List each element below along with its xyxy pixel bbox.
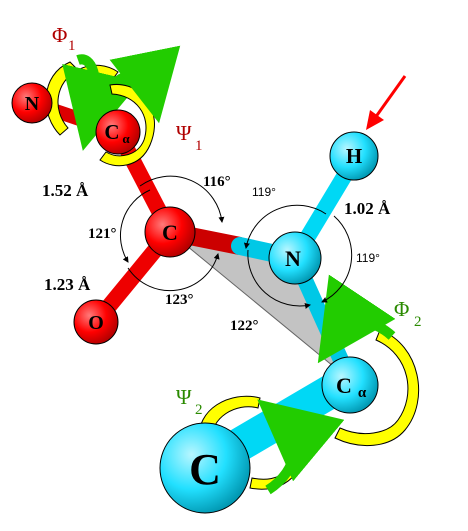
angle-119-right: 119° [356,251,380,265]
torsion-phi2-label: Φ [394,297,409,321]
arc-119-right [321,215,353,303]
arc-122 [247,249,311,309]
atom-n1-label: N [25,93,40,115]
angle-116: 116° [203,174,231,190]
torsion-phi1-label: Φ [52,23,67,47]
bond-length-ca-c: 1.52 Å [42,181,89,200]
atom-ca2-label: C [336,373,352,398]
torsion-phi2-sub: 2 [414,314,422,330]
bond-length-c-o: 1.23 Å [44,275,91,294]
atom-n2: N [268,231,322,285]
atom-o1-label: O [88,312,104,334]
torsion-phi1-sub: 1 [68,38,76,54]
torsion-psi2-ribbon [199,395,345,495]
atom-c2: C [159,422,251,514]
atom-c1: C [144,206,196,258]
atom-o1: O [73,299,119,345]
atom-ca1-sub: α [122,131,130,146]
arc-116 [139,175,225,223]
atom-h2: H [329,131,379,181]
angle-122: 122° [230,318,259,334]
angle-123: 123° [165,292,194,308]
torsion-psi1-ribbon [99,45,181,167]
angle-121: 121° [88,226,117,242]
torsion-psi1-sub: 1 [195,138,203,154]
atom-c1-label: C [162,220,178,245]
angle-arcs [119,175,353,309]
arc-119-top [243,204,327,249]
atom-h2-label: H [346,144,362,168]
arc-121 [119,189,151,263]
atom-ca2: C α [321,356,379,414]
atom-ca1: C α [95,109,141,155]
torsion-psi1-label: Ψ [176,121,192,145]
atom-ca2-sub: α [358,385,367,401]
arc-123 [127,253,220,292]
atom-n2-label: N [285,246,301,271]
atom-c2-label: C [189,445,221,494]
torsion-psi2-sub: 2 [195,402,203,418]
bond-length-n-h: 1.02 Å [344,199,391,218]
pointer-arrow [366,75,407,130]
atom-n1: N [11,82,53,124]
atom-ca1-label: C [104,120,119,144]
torsion-psi2-label: Ψ [176,385,192,409]
angle-119-top: 119° [252,185,276,199]
